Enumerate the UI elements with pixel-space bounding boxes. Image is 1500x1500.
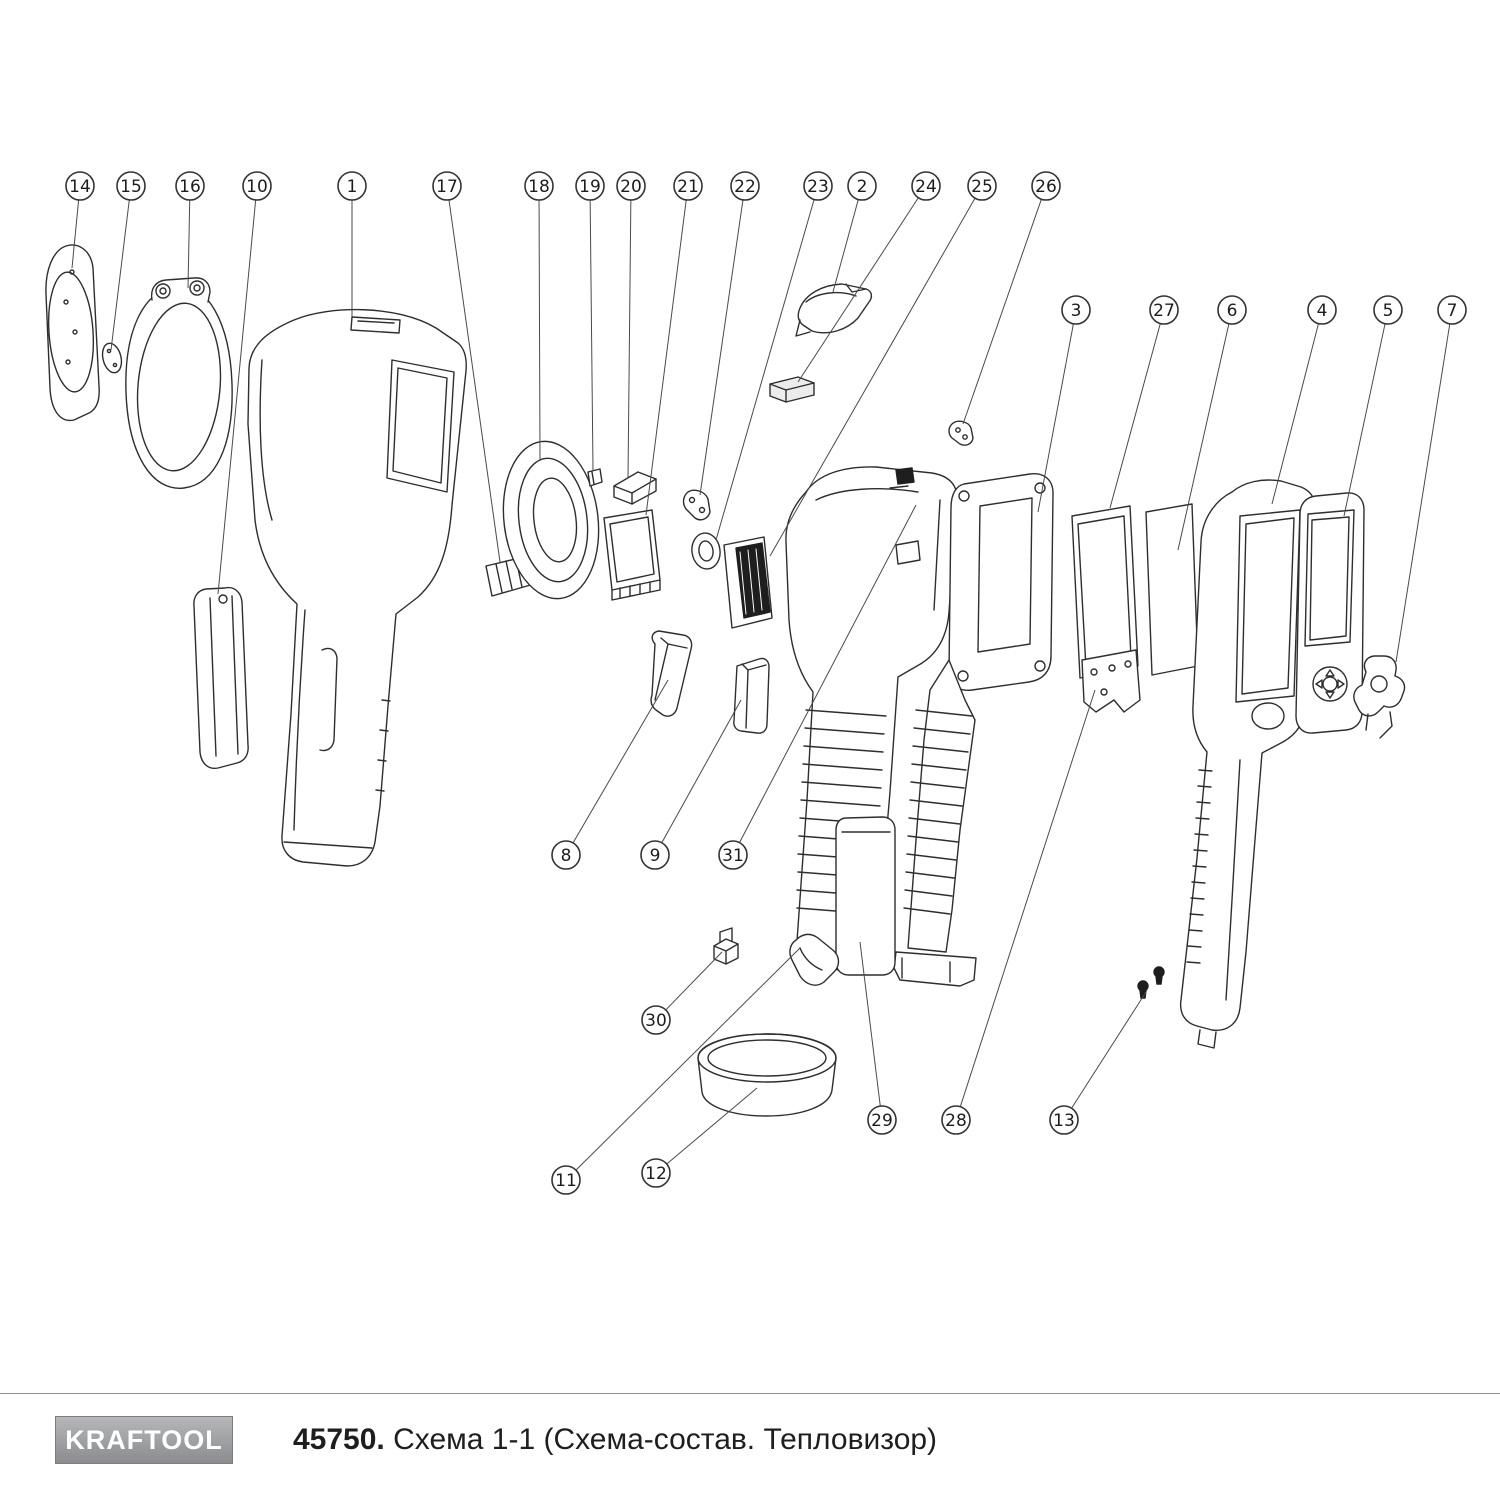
svg-text:18: 18 [528, 177, 550, 197]
svg-text:13: 13 [1053, 1111, 1075, 1131]
svg-text:25: 25 [971, 177, 993, 197]
svg-text:1: 1 [347, 177, 358, 197]
svg-text:3: 3 [1071, 301, 1082, 321]
part-4-rear-housing [1179, 479, 1316, 1049]
callout-10: 10 [217, 171, 272, 595]
svg-text:14: 14 [69, 177, 91, 197]
footer-divider [0, 1393, 1500, 1394]
callout-31: 31 [718, 504, 917, 870]
callout-8: 8 [551, 679, 669, 870]
svg-text:31: 31 [722, 846, 744, 866]
part-12-bottom-cap [697, 1033, 837, 1117]
svg-text:19: 19 [579, 177, 601, 197]
part-chassis-rear [893, 473, 1054, 987]
part-22-plate [682, 489, 711, 521]
svg-text:20: 20 [620, 177, 642, 197]
svg-text:23: 23 [807, 177, 829, 197]
svg-text:7: 7 [1447, 301, 1458, 321]
caption-number: 45750. [293, 1423, 385, 1456]
part-19-clip [587, 468, 603, 487]
svg-text:24: 24 [915, 177, 937, 197]
part-24-block [769, 376, 815, 403]
callout-26: 26 [962, 171, 1061, 425]
svg-text:11: 11 [555, 1171, 577, 1191]
part-7-button-pad [1353, 655, 1406, 739]
callout-14: 14 [65, 171, 95, 269]
callout-4: 4 [1271, 295, 1337, 505]
part-25-board [723, 536, 773, 629]
svg-text:10: 10 [246, 177, 268, 197]
svg-text:15: 15 [120, 177, 142, 197]
callout-15: 15 [110, 171, 146, 351]
callout-20: 20 [616, 171, 646, 479]
svg-text:21: 21 [677, 177, 699, 197]
part-13-screws [1137, 966, 1165, 999]
part-11-trigger [789, 933, 840, 986]
callout-30: 30 [641, 951, 723, 1035]
callout-22: 22 [699, 171, 760, 496]
kraftool-logo: KRAFTOOL [55, 1416, 233, 1464]
callout-28: 28 [941, 689, 1096, 1135]
callout-17: 17 [432, 171, 501, 563]
svg-text:28: 28 [945, 1111, 967, 1131]
part-8-pad [650, 630, 693, 717]
part-1-front-housing [247, 308, 467, 867]
svg-text:6: 6 [1227, 301, 1238, 321]
callout-6: 6 [1177, 295, 1247, 551]
part-14-lens-cover [45, 244, 100, 422]
callout-23: 23 [715, 171, 833, 541]
footer: KRAFTOOL 45750. Схема 1-1 (Схема-состав.… [0, 1393, 1500, 1464]
callout-7: 7 [1395, 295, 1467, 663]
callouts-layer: 14 15 16 10 1 17 18 19 20 21 22 23 2 24 25 26 3 27 6 4 5 7 8 9 3… [65, 171, 1467, 1195]
part-29-battery [835, 816, 896, 976]
part-15-washer [101, 342, 123, 374]
part-6-film [1145, 503, 1199, 676]
callout-27: 27 [1109, 295, 1179, 509]
callout-3: 3 [1037, 295, 1091, 513]
svg-text:26: 26 [1035, 177, 1057, 197]
callout-29: 29 [859, 941, 897, 1135]
diagram-caption: 45750. Схема 1-1 (Схема-состав. Тепловиз… [293, 1423, 937, 1457]
callout-9: 9 [640, 699, 742, 870]
svg-text:9: 9 [650, 846, 661, 866]
svg-text:2: 2 [857, 177, 868, 197]
part-27-lcd [1071, 505, 1141, 713]
svg-text:4: 4 [1317, 301, 1328, 321]
part-23-sensor [691, 532, 721, 570]
part-10-side-cover [193, 586, 249, 770]
callout-1: 1 [337, 171, 367, 317]
callout-24: 24 [797, 171, 941, 383]
callout-12: 12 [641, 1087, 758, 1188]
part-20-bracket [613, 471, 657, 505]
callout-2: 2 [832, 171, 877, 293]
svg-text:27: 27 [1153, 301, 1175, 321]
callout-18: 18 [524, 171, 554, 461]
callout-25: 25 [769, 171, 997, 557]
callout-5: 5 [1343, 295, 1403, 517]
callout-11: 11 [551, 947, 801, 1195]
svg-text:12: 12 [645, 1164, 667, 1184]
svg-text:29: 29 [871, 1111, 893, 1131]
part-18-lens-ring [502, 440, 600, 600]
svg-text:5: 5 [1383, 301, 1394, 321]
brand-name: KRAFTOOL [65, 1424, 223, 1455]
callout-13: 13 [1049, 991, 1147, 1135]
part-16-front-bezel [125, 277, 233, 489]
part-21-module [603, 509, 661, 601]
part-2-top-button-cover [795, 283, 873, 337]
svg-text:30: 30 [645, 1011, 667, 1031]
svg-text:16: 16 [179, 177, 201, 197]
part-9-pad [733, 657, 770, 734]
svg-text:17: 17 [436, 177, 458, 197]
svg-text:8: 8 [561, 846, 572, 866]
callout-21: 21 [645, 171, 703, 516]
callout-16: 16 [175, 171, 205, 289]
caption-text: Схема 1-1 (Схема-состав. Тепловизор) [393, 1423, 938, 1456]
part-26-plate [948, 420, 974, 446]
callout-19: 19 [575, 171, 605, 471]
svg-text:22: 22 [734, 177, 756, 197]
part-5-display-bezel [1295, 492, 1365, 734]
part-30-button [713, 927, 739, 965]
